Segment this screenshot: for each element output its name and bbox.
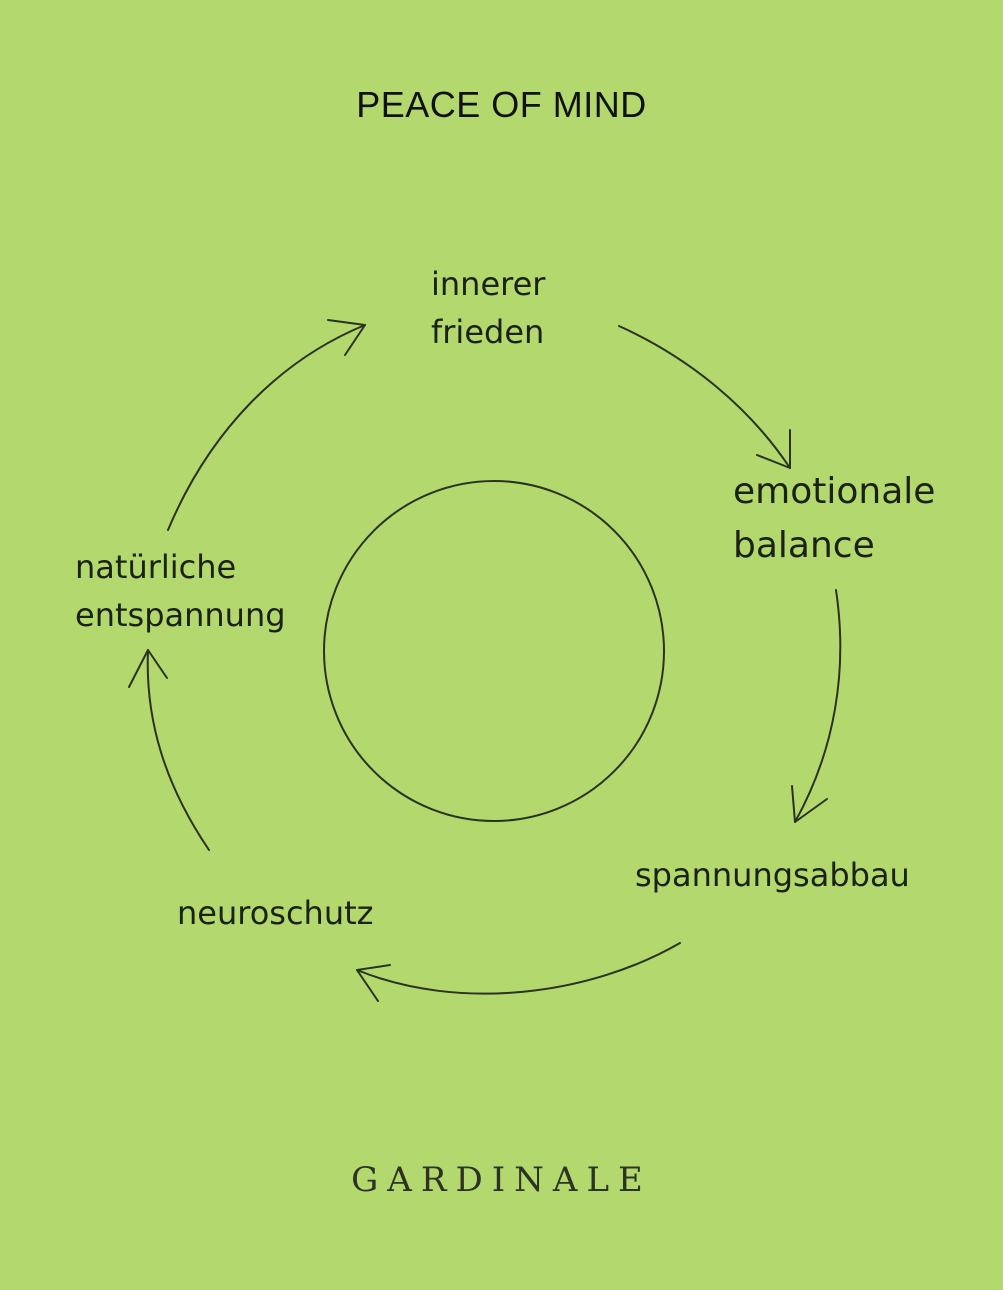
brand-logo: GARDINALE xyxy=(351,1160,652,1200)
label-innerer-frieden: innerer frieden xyxy=(431,265,546,351)
arrow-entspannung-to-frieden xyxy=(167,324,366,531)
center-circle xyxy=(323,480,665,822)
page-title: PEACE OF MIND xyxy=(356,84,647,125)
label-spannungsabbau: spannungsabbau xyxy=(635,856,910,894)
label-natuerliche-entspannung: natürliche entspannung xyxy=(75,548,286,634)
arrow-neuroschutz-to-entspannung xyxy=(146,649,210,851)
label-neuroschutz: neuroschutz xyxy=(177,894,374,932)
arrowhead-spannungsabbau xyxy=(791,785,828,823)
arrow-spannungsabbau-to-neuroschutz xyxy=(356,942,681,995)
arrowhead-neuroschutz xyxy=(356,964,391,1002)
arrowhead-balance xyxy=(756,429,791,469)
arrow-frieden-to-balance xyxy=(618,325,791,469)
arrowhead-entspannung xyxy=(128,649,168,688)
label-emotionale-balance: emotionale balance xyxy=(733,471,936,566)
arrowhead-frieden xyxy=(327,319,366,356)
arrow-balance-to-spannungsabbau xyxy=(794,589,842,823)
